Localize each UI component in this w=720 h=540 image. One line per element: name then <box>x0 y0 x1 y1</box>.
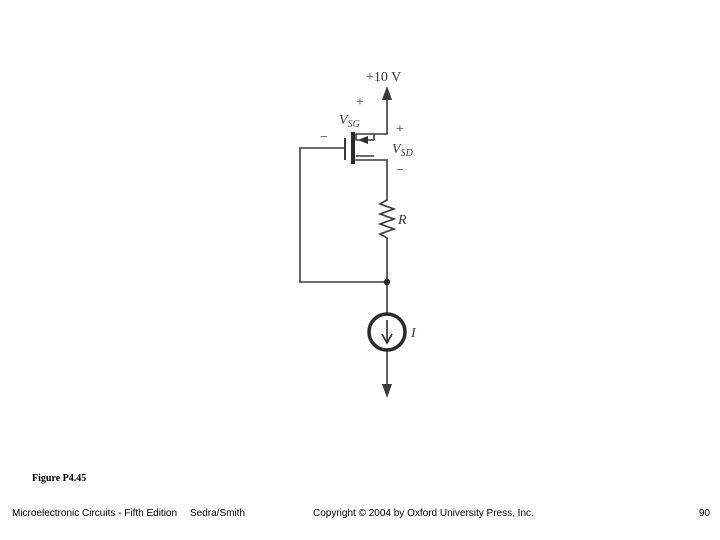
vsd-label: VSD <box>392 142 414 159</box>
supply-arrow-icon <box>382 86 392 100</box>
current-source-arrow-icon <box>381 333 393 345</box>
footer-book-title: Microelectronic Circuits - Fifth Edition <box>12 508 178 519</box>
vsg-plus-sign: + <box>356 95 364 110</box>
junction-dot <box>383 278 391 286</box>
current-label: I <box>410 326 417 341</box>
drain-wire <box>355 159 388 201</box>
footer-page-number: 90 <box>698 508 710 519</box>
gate-feedback-wire <box>299 147 388 283</box>
vsg-minus-sign: − <box>320 130 328 145</box>
resistor-r <box>377 199 397 239</box>
vsg-label: VSG <box>339 113 360 130</box>
supply-label: +10 V <box>366 70 401 85</box>
output-arrow-icon <box>382 384 392 398</box>
vsd-minus-sign: − <box>396 163 404 178</box>
vsd-plus-sign: + <box>396 122 404 137</box>
resistor-label: R <box>397 213 407 228</box>
footer-authors: Sedra/Smith <box>190 508 246 519</box>
footer-copyright: Copyright © 2004 by Oxford University Pr… <box>313 508 534 519</box>
figure-caption: Figure P4.45 <box>32 473 87 484</box>
